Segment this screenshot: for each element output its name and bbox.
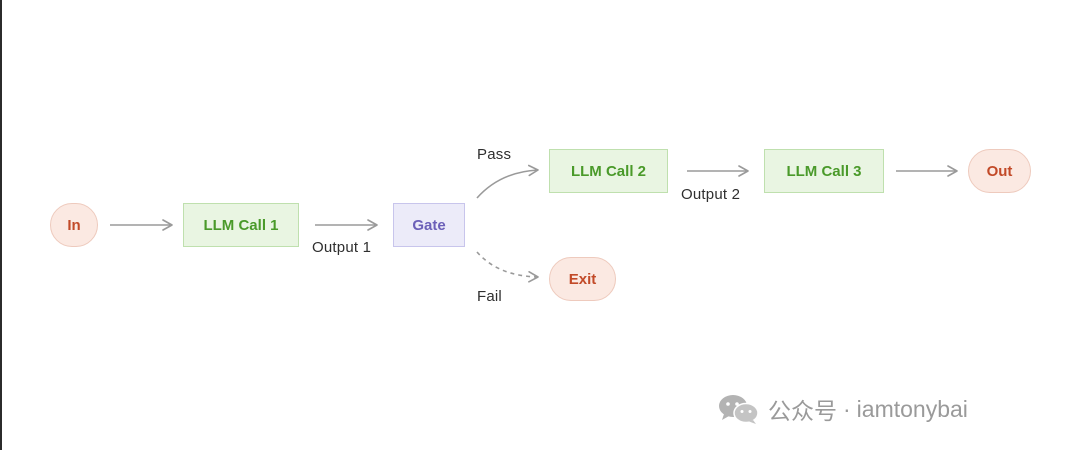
watermark-account: 公众号 [768, 398, 837, 424]
node-llm-call-2-label: LLM Call 2 [570, 162, 646, 180]
node-llm-call-1: LLM Call 1 [183, 203, 299, 247]
edge-label-output-2: Output 2 [681, 186, 741, 203]
node-out-label: Out [986, 162, 1013, 180]
watermark-name: iamtonybai [856, 395, 968, 422]
node-in-label: In [67, 216, 81, 234]
node-llm-call-1-label: LLM Call 1 [203, 216, 279, 234]
watermark-separator: · [843, 395, 851, 422]
node-llm-call-3-label: LLM Call 3 [786, 162, 862, 180]
node-gate: Gate [393, 203, 465, 247]
window-left-border [0, 0, 2, 450]
edge-label-pass: Pass [477, 146, 512, 163]
node-out: Out [968, 149, 1031, 193]
arrow-gate-pass-to-llm2 [476, 164, 539, 199]
node-exit: Exit [549, 257, 616, 301]
node-exit-label: Exit [568, 270, 597, 288]
edge-label-fail: Fail [477, 288, 502, 305]
node-llm-call-3: LLM Call 3 [764, 149, 884, 193]
wechat-icon [719, 395, 759, 424]
node-llm-call-2: LLM Call 2 [549, 149, 668, 193]
arrow-gate-fail-to-exit [476, 251, 539, 283]
watermark: 公众号 · iamtonybai [716, 392, 968, 426]
node-in: In [50, 203, 98, 247]
node-gate-label: Gate [412, 216, 446, 234]
edge-label-output-1: Output 1 [312, 239, 372, 256]
